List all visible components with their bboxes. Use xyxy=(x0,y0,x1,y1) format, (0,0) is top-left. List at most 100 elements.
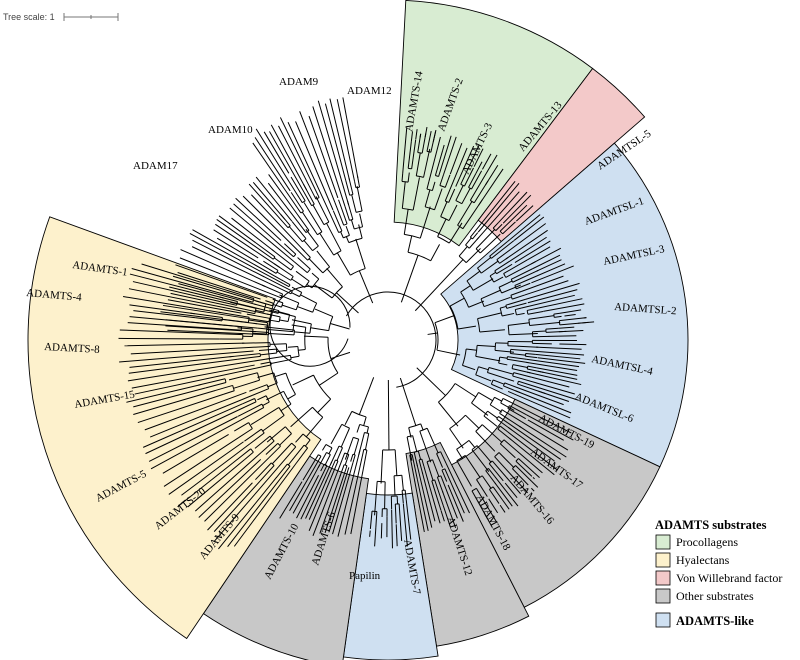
branch-line xyxy=(538,390,570,402)
branch-line xyxy=(249,432,265,445)
branch-line xyxy=(262,415,285,432)
branch-line xyxy=(526,361,578,372)
branch-line xyxy=(445,488,458,519)
branch-line xyxy=(229,328,242,331)
branch-arc xyxy=(318,454,322,457)
branch-line xyxy=(478,168,504,206)
branch-line xyxy=(162,433,229,474)
branch-line xyxy=(446,135,452,149)
branch-arc xyxy=(471,392,479,404)
branch-line xyxy=(558,326,575,329)
branch-line xyxy=(356,424,361,433)
branch-line xyxy=(205,382,227,389)
branch-line xyxy=(259,465,275,482)
branch-line xyxy=(134,366,263,395)
branch-line xyxy=(277,446,297,468)
branch-line xyxy=(493,276,504,283)
branch-line xyxy=(532,254,561,270)
branch-line xyxy=(475,374,492,382)
branch-line xyxy=(312,106,346,207)
branch-line xyxy=(476,479,488,497)
branch-line xyxy=(529,321,561,327)
branch-line xyxy=(133,310,196,319)
branch-line xyxy=(294,261,308,274)
branch-line xyxy=(357,176,361,188)
branch-line xyxy=(265,442,279,455)
branch-line xyxy=(352,454,356,463)
branch-line xyxy=(393,475,396,496)
branch-line xyxy=(167,329,257,335)
branch-line xyxy=(465,237,472,246)
branch-arc xyxy=(325,444,333,449)
branch-line xyxy=(501,409,522,422)
branch-line xyxy=(436,453,444,468)
branch-line xyxy=(536,259,562,272)
branch-line xyxy=(564,313,576,317)
branch-line xyxy=(305,461,333,519)
branch-line xyxy=(414,259,464,312)
branch-arc xyxy=(475,366,479,376)
branch-line xyxy=(275,463,288,478)
branch-arc xyxy=(438,383,456,403)
branch-arc xyxy=(349,193,354,196)
branch-line xyxy=(477,257,491,269)
branch-line xyxy=(288,226,303,243)
branch-line xyxy=(431,181,436,191)
branch-line xyxy=(266,390,284,401)
branch-line xyxy=(181,443,251,496)
branch-line xyxy=(329,213,340,233)
branch-line xyxy=(507,408,526,420)
branch-line xyxy=(279,294,299,304)
branch-arc xyxy=(301,200,306,204)
branch-line xyxy=(447,484,464,522)
branch-line xyxy=(272,442,293,464)
branch-line xyxy=(403,209,409,235)
branch-line xyxy=(302,454,319,481)
branch-line xyxy=(488,508,498,523)
branch-line xyxy=(526,358,580,368)
clade-label-adam12: ADAM12 xyxy=(347,85,392,97)
branch-line xyxy=(231,217,275,252)
branch-line xyxy=(127,358,271,382)
branch-line xyxy=(423,466,441,524)
branch-line xyxy=(411,139,417,169)
branch-line xyxy=(489,404,503,413)
branch-line xyxy=(521,294,575,309)
branch-line xyxy=(301,211,318,236)
branch-line xyxy=(244,428,262,442)
branch-line xyxy=(177,459,238,508)
branch-line xyxy=(233,379,260,389)
branch-line xyxy=(442,491,457,528)
branch-arc xyxy=(499,308,503,317)
branch-line xyxy=(496,254,504,261)
branch-line xyxy=(308,115,339,199)
branch-line xyxy=(500,402,515,411)
branch-arc xyxy=(311,203,315,207)
branch-line xyxy=(303,202,323,233)
branch-line xyxy=(291,319,312,325)
branch-line xyxy=(506,358,529,364)
branch-line xyxy=(270,343,287,345)
branch-line xyxy=(344,437,354,460)
branch-line xyxy=(466,270,481,282)
branch-line xyxy=(508,322,530,326)
branch-line xyxy=(345,225,350,236)
branch-arc xyxy=(354,226,363,230)
branch-line xyxy=(358,270,374,304)
branch-line xyxy=(318,372,339,386)
branch-line xyxy=(548,335,577,337)
branch-line xyxy=(416,463,433,528)
branch-line xyxy=(246,345,271,349)
branch-line xyxy=(476,445,492,463)
branch-arc xyxy=(323,463,328,467)
branch-line xyxy=(531,376,570,388)
branch-line xyxy=(525,355,538,359)
branch-line xyxy=(267,382,278,388)
branch-line xyxy=(424,189,431,207)
branch-line xyxy=(434,188,443,210)
branch-line xyxy=(488,489,500,504)
branch-line xyxy=(409,454,416,482)
branch-line xyxy=(227,289,255,300)
branch-line xyxy=(290,355,300,359)
branch-line xyxy=(475,229,496,250)
